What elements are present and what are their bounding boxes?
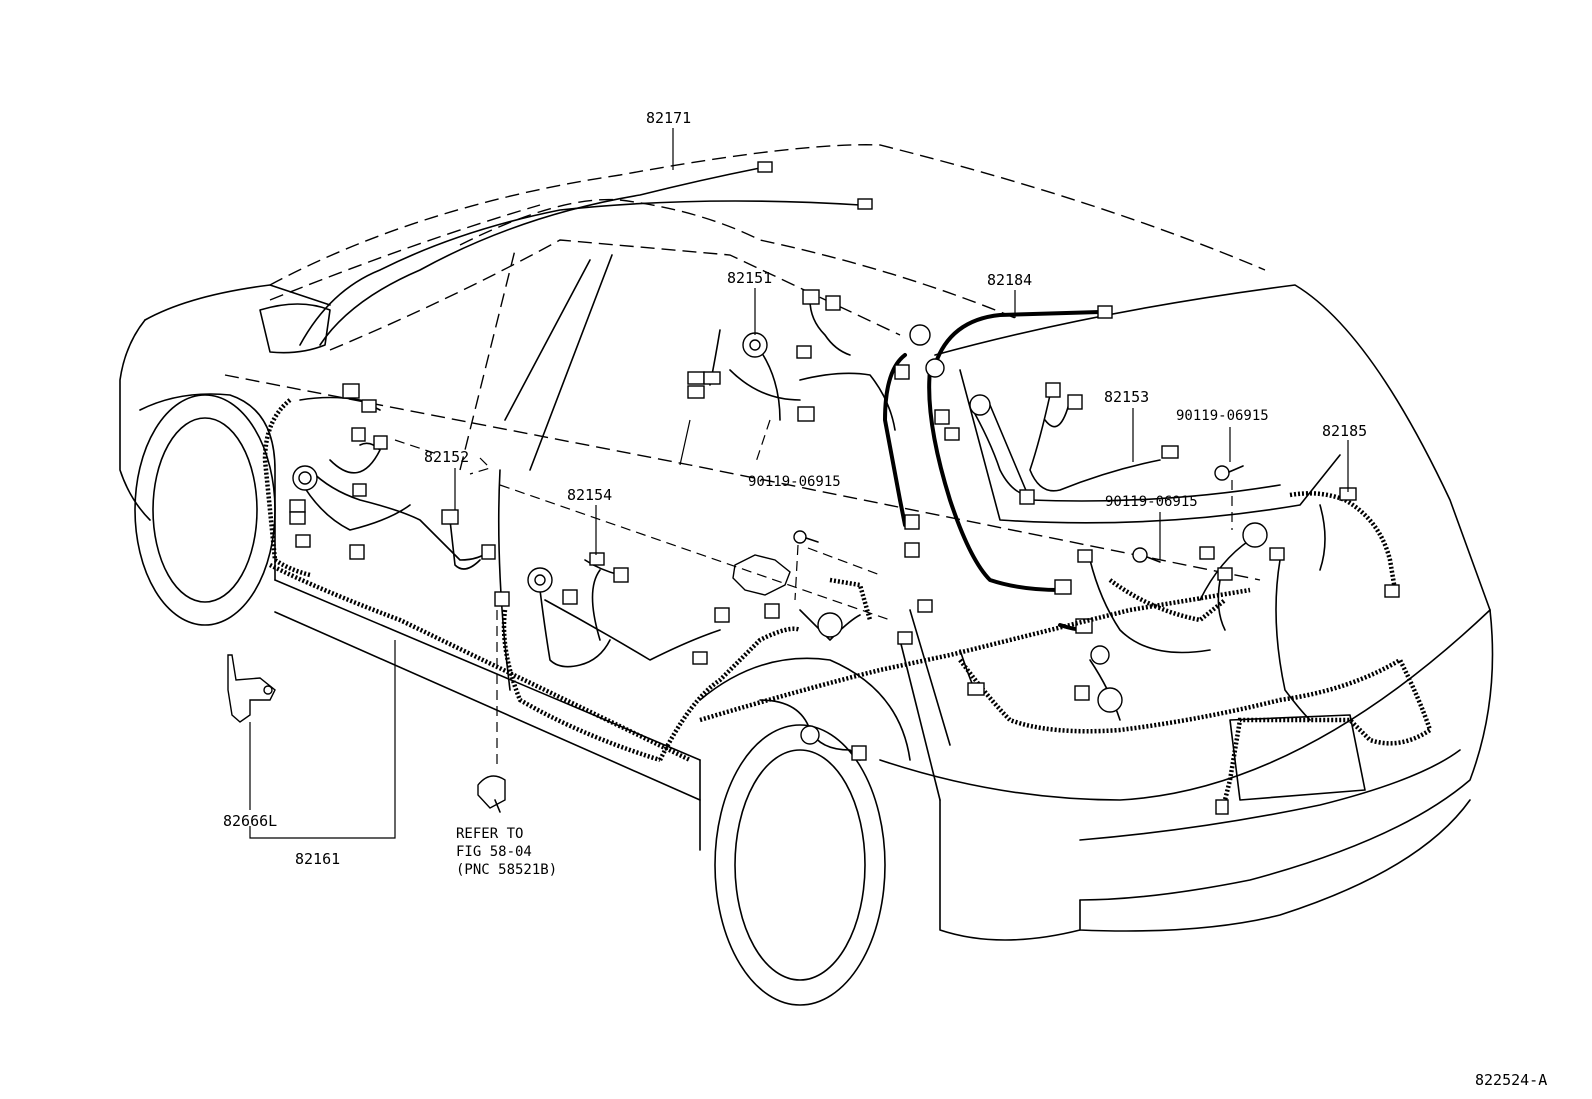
cowl-side-wire — [268, 562, 1433, 815]
callout-roof-wire: 82171 — [646, 109, 691, 127]
floor-wire-center — [494, 552, 873, 763]
callout-back-door-wire: 82184 — [987, 271, 1032, 289]
floor-wire-front-lh — [262, 383, 496, 578]
reference-note-line3: (PNC 58521B) — [456, 862, 557, 878]
callout-floor-wire-rear: 82154 — [567, 486, 612, 504]
callout-clamp-bolt-center: 90119-06915 — [748, 474, 841, 490]
clamp-bolt-lower-right-part — [1132, 547, 1161, 563]
reference-clip-part — [477, 610, 506, 813]
clamp-bolt-center-part — [793, 530, 819, 544]
back-door-wire — [883, 305, 1113, 634]
roof-wire — [299, 161, 873, 346]
luggage-room-wire — [1077, 487, 1400, 721]
back-door-wire-no2 — [934, 382, 1179, 505]
callout-clamp-bolt-upper-right: 90119-06915 — [1176, 408, 1269, 424]
callout-floor-wire-lh: 82152 — [424, 448, 469, 466]
reference-note-line2: FIG 58-04 — [456, 844, 532, 860]
callout-bracket: 82666L — [223, 812, 277, 830]
leader-lines — [249, 128, 1349, 839]
callout-luggage-room-wire: 82185 — [1322, 422, 1367, 440]
figure-id: 822524-A — [1475, 1071, 1547, 1089]
clamp-bolt-upper-right-part — [1214, 465, 1244, 481]
callout-cowl-wire: 82161 — [295, 850, 340, 868]
callout-back-door-wire-no2: 82153 — [1104, 388, 1149, 406]
floor-wire-front-upper — [687, 289, 896, 431]
callout-floor-wire-front: 82151 — [727, 269, 772, 287]
reference-note-line1: REFER TO — [456, 826, 523, 842]
car-body-outline — [119, 144, 1494, 1006]
callout-clamp-bolt-lower-right: 90119-06915 — [1105, 494, 1198, 510]
bracket-part — [227, 654, 276, 810]
